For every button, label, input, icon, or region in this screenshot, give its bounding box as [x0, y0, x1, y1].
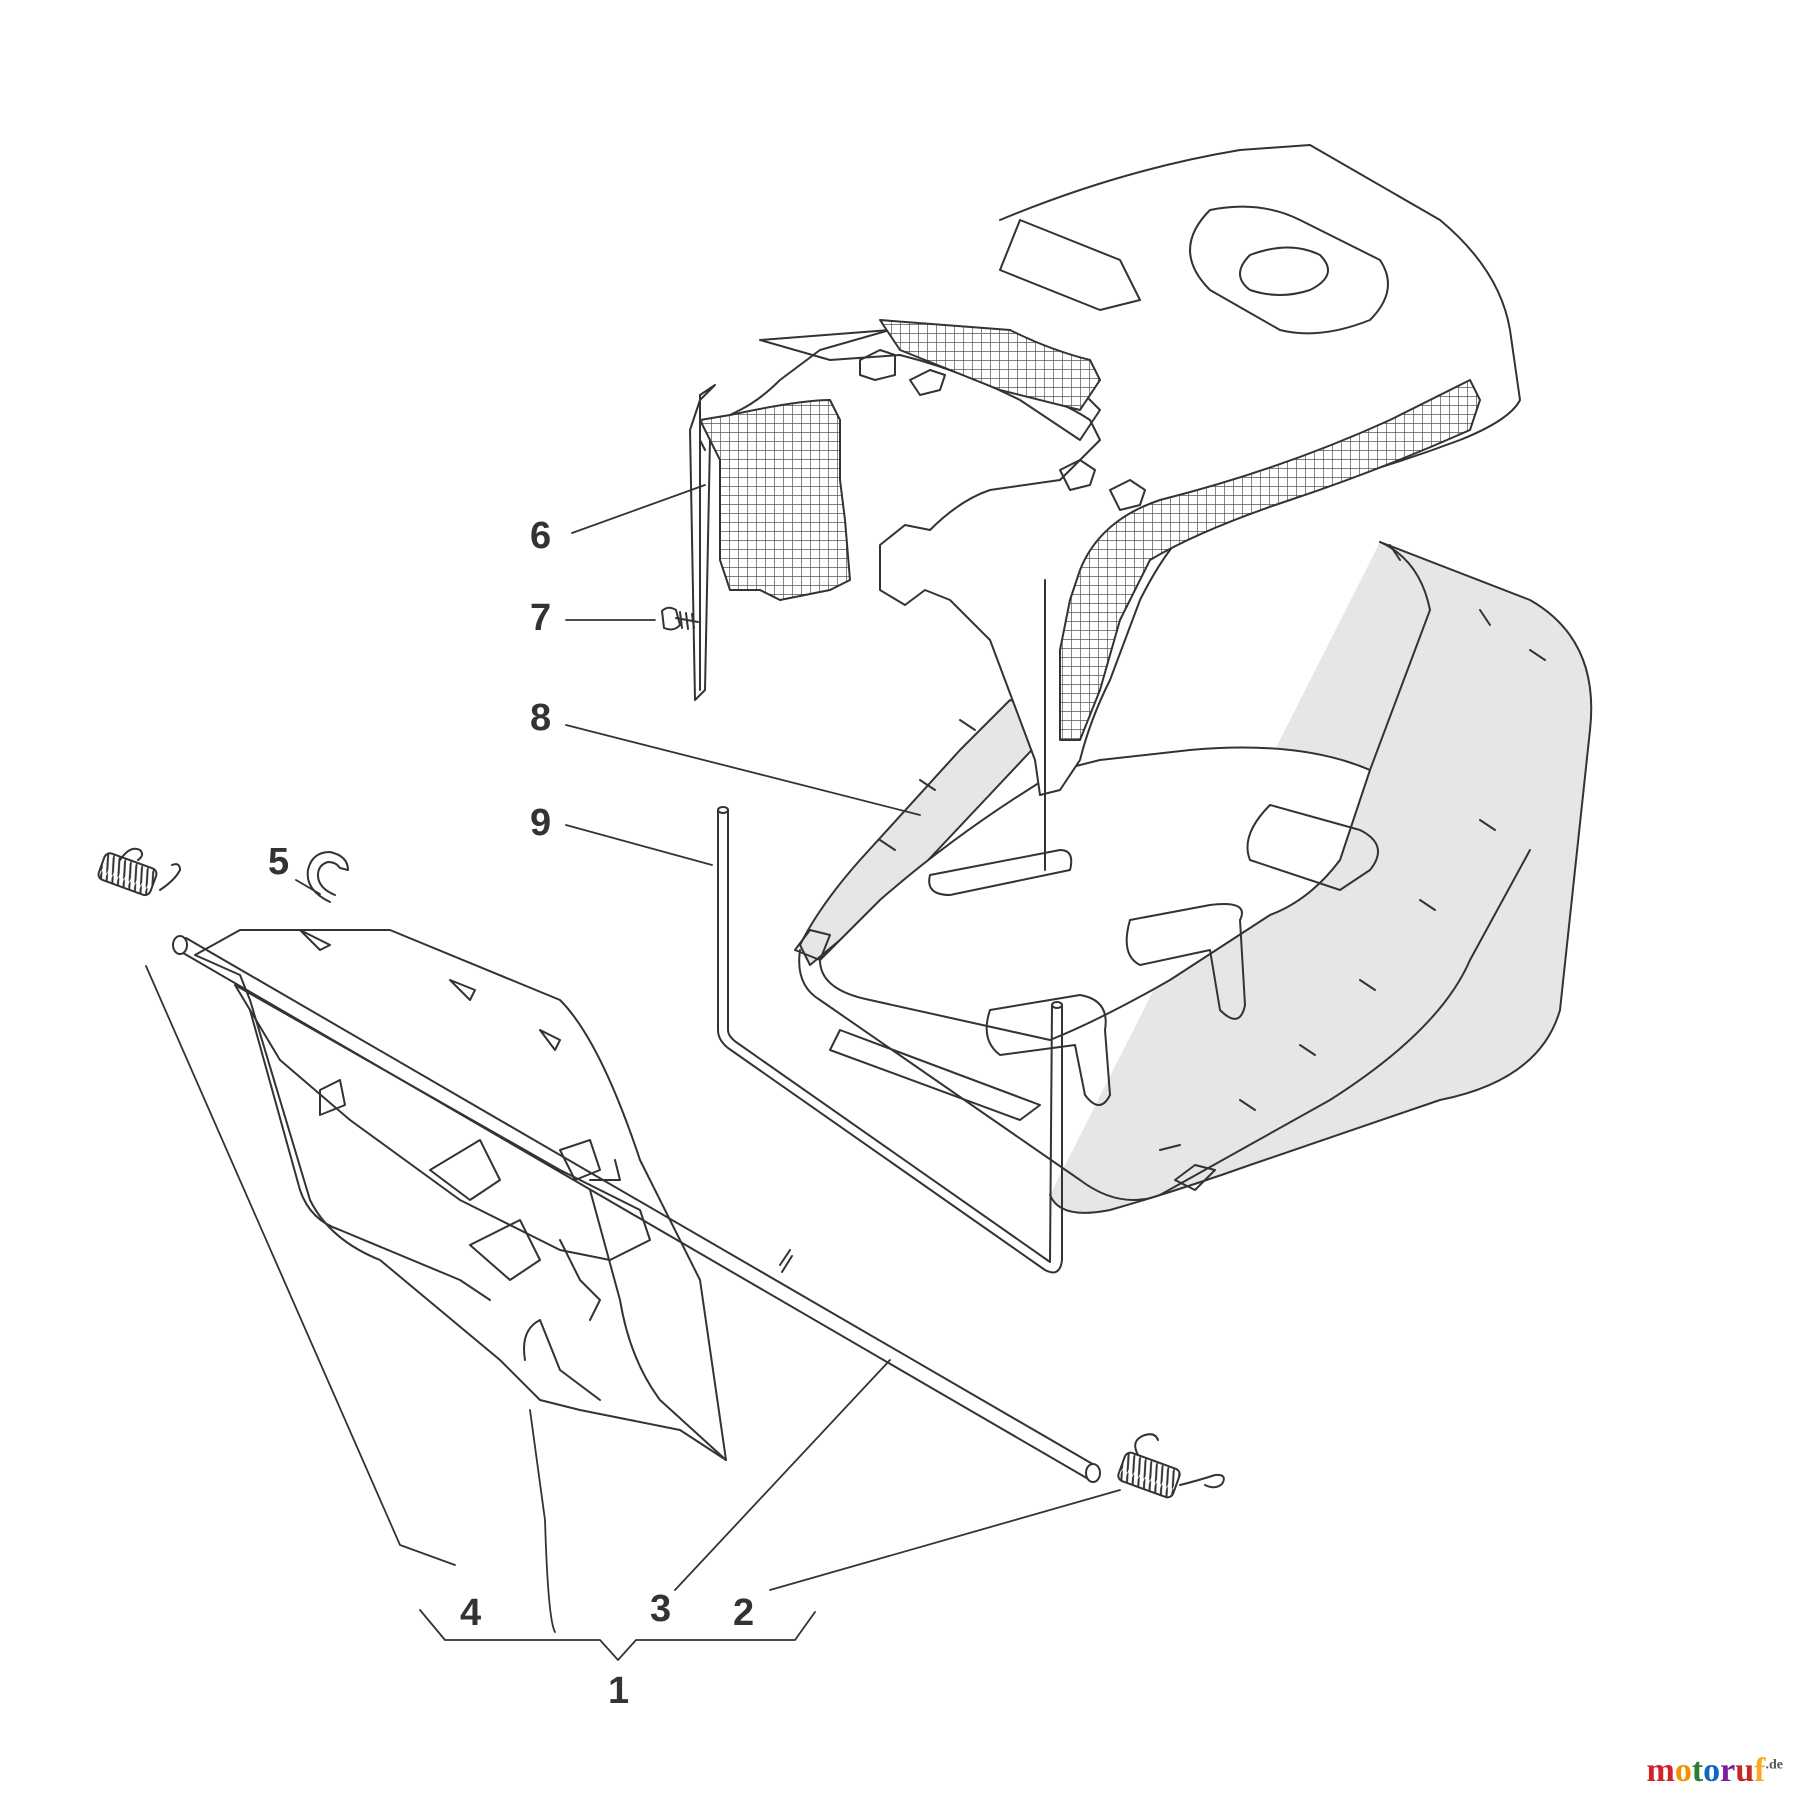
rear-flap — [194, 929, 727, 1461]
u-rod — [717, 806, 1063, 1274]
callouts: 1 2 3 4 5 6 7 8 9 — [268, 515, 754, 1712]
watermark-letter: o — [1674, 1752, 1692, 1789]
callout-5: 5 — [268, 841, 289, 883]
axle-rod — [172, 935, 1101, 1483]
callout-1: 1 — [608, 1670, 629, 1712]
watermark-suffix: .de — [1765, 1757, 1784, 1773]
watermark-letter: u — [1735, 1752, 1755, 1789]
watermark-letter: t — [1691, 1752, 1704, 1789]
watermark-letters: motoruf — [1647, 1752, 1766, 1789]
circlip — [306, 851, 349, 903]
callout-7: 7 — [530, 597, 551, 639]
watermark-letter: m — [1646, 1752, 1675, 1789]
watermark-letter: o — [1703, 1752, 1721, 1789]
callout-4: 4 — [460, 1592, 481, 1634]
watermark-logo: motoruf.de — [1647, 1752, 1784, 1790]
callout-2: 2 — [733, 1592, 754, 1634]
spring-right — [1117, 1433, 1225, 1499]
watermark-letter: f — [1754, 1752, 1766, 1789]
callout-8: 8 — [530, 697, 551, 739]
spring-left — [97, 847, 181, 897]
grass-bag-frame — [794, 541, 1593, 1214]
screw — [661, 606, 699, 631]
catcher-upper-cover — [689, 144, 1521, 871]
watermark-letter: r — [1720, 1752, 1736, 1789]
leader-lines — [145, 484, 1121, 1661]
callout-9: 9 — [530, 802, 551, 844]
callout-3: 3 — [650, 1588, 671, 1630]
callout-6: 6 — [530, 515, 551, 557]
